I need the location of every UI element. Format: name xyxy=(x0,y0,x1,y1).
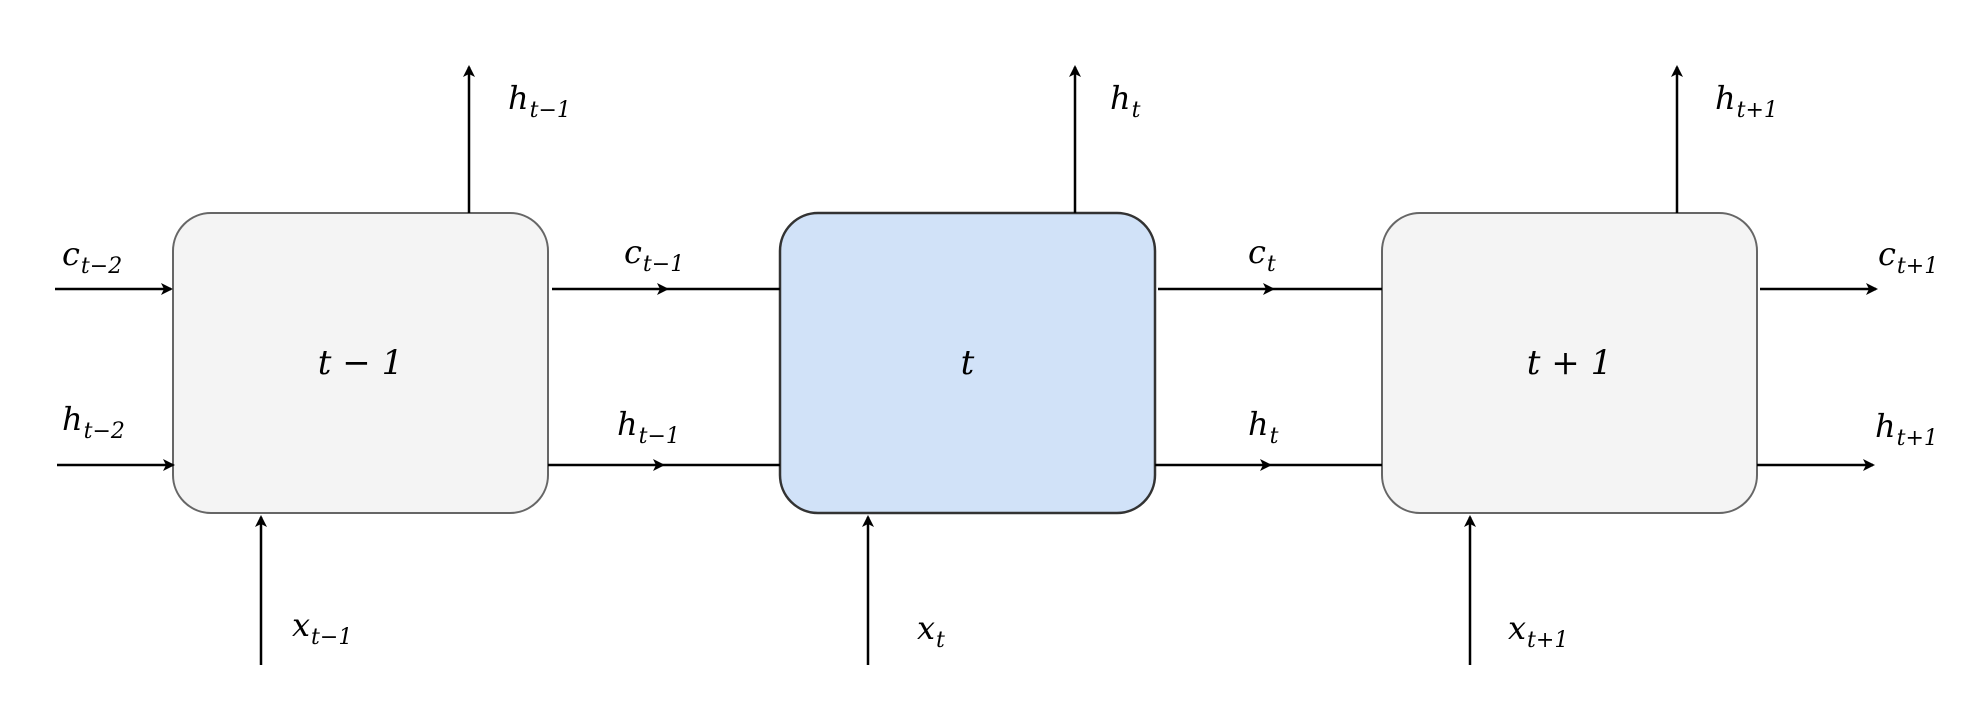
label-c-out: ct+1 xyxy=(1878,235,1939,279)
label-c-1: ct−1 xyxy=(624,233,685,277)
label-x-t: xt xyxy=(917,609,945,653)
cell-box-t-minus-1 xyxy=(172,212,549,514)
label-c-2: ct xyxy=(1248,233,1276,277)
label-h-1: ht−1 xyxy=(617,405,680,449)
label-h-out: ht+1 xyxy=(1875,407,1938,451)
label-h-2: ht xyxy=(1248,405,1279,449)
label-x-t-minus-1: xt−1 xyxy=(292,606,353,650)
cell-box-t xyxy=(778,211,1157,515)
label-out-t-plus-1: ht+1 xyxy=(1715,79,1778,123)
label-x-t-plus-1: xt+1 xyxy=(1508,609,1569,653)
cell-label-t-plus-1: t + 1 xyxy=(1526,343,1613,383)
label-out-t-minus-1: ht−1 xyxy=(508,79,571,123)
cell-box-t-plus-1 xyxy=(1381,212,1758,514)
label-out-t: ht xyxy=(1110,79,1141,123)
cell-label-t-minus-1: t − 1 xyxy=(317,343,404,383)
label-c-in: ct−2 xyxy=(62,235,123,279)
label-h-in: ht−2 xyxy=(62,400,125,444)
cell-label-t: t xyxy=(960,343,975,383)
